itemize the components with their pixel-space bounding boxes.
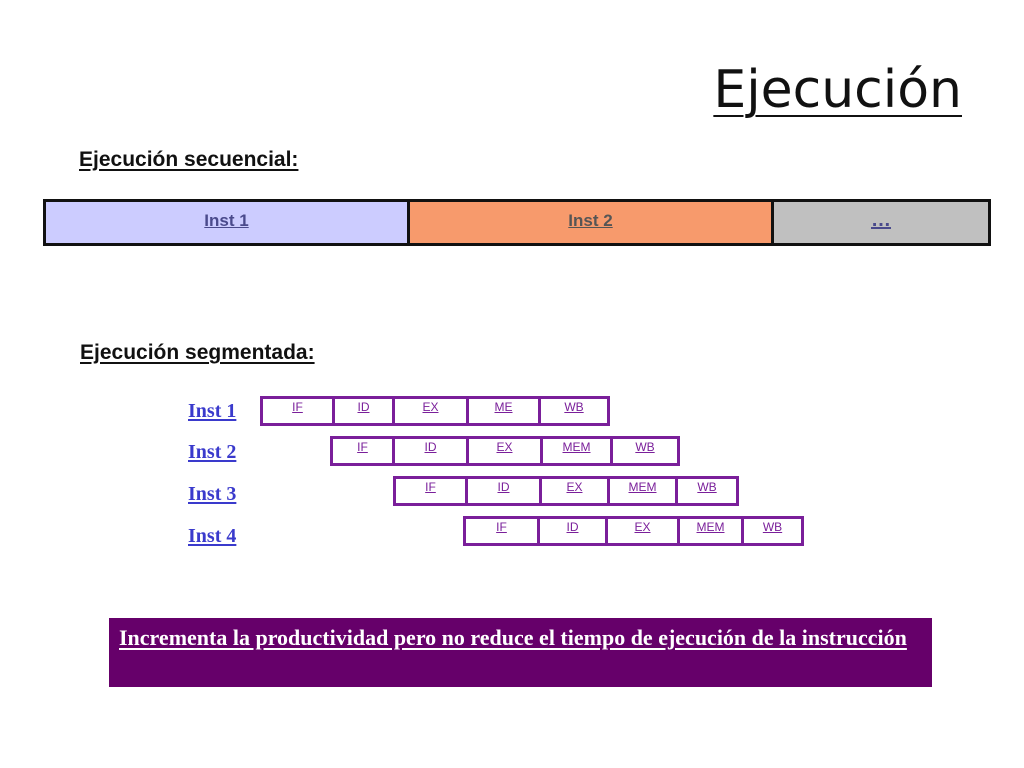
stage-wb: WB: [697, 480, 717, 494]
stage-if: IF: [333, 439, 395, 463]
stage-me: ME: [469, 399, 541, 423]
stage-if: IF: [263, 399, 335, 423]
stage-ex: EX: [469, 439, 543, 463]
pipeline-row-inst-3: IF ID EX MEM WB: [393, 476, 739, 506]
sequential-cell-inst-2: Inst 2: [410, 202, 774, 243]
pipeline-label-inst-2: Inst 2: [188, 441, 237, 463]
pipeline-label-inst-1: Inst 1: [188, 400, 237, 422]
segmented-heading: Ejecución segmentada:: [80, 341, 315, 364]
pipeline-row-inst-4: IF ID EX MEM WB: [463, 516, 804, 546]
slide-title: Ejecución: [713, 60, 962, 120]
stage-mem: MEM: [680, 519, 744, 543]
conclusion-note: Incrementa la productividad pero no redu…: [109, 618, 932, 687]
pipeline-label-inst-4: Inst 4: [188, 525, 237, 547]
stage-if: IF: [466, 519, 540, 543]
stage-id: ID: [395, 439, 469, 463]
sequential-timeline: Inst 1 Inst 2 …: [43, 199, 991, 246]
sequential-heading: Ejecución secuencial:: [79, 148, 299, 171]
pipeline-label-inst-3: Inst 3: [188, 483, 237, 505]
stage-wb: WB: [564, 400, 584, 414]
stage-id: ID: [335, 399, 395, 423]
stage-mem: MEM: [543, 439, 613, 463]
pipeline-row-inst-1: IF ID EX ME WB: [260, 396, 610, 426]
stage-mem: MEM: [610, 479, 678, 503]
pipeline-row-inst-2: IF ID EX MEM WB: [330, 436, 680, 466]
stage-if: IF: [396, 479, 468, 503]
stage-wb: WB: [762, 520, 783, 534]
sequential-cell-ellipsis: …: [774, 202, 988, 243]
stage-wb: WB: [635, 440, 655, 454]
stage-ex: EX: [608, 519, 680, 543]
stage-ex: EX: [395, 399, 469, 423]
stage-id: ID: [540, 519, 608, 543]
stage-ex: EX: [542, 479, 610, 503]
stage-id: ID: [468, 479, 542, 503]
sequential-cell-inst-1: Inst 1: [46, 202, 410, 243]
